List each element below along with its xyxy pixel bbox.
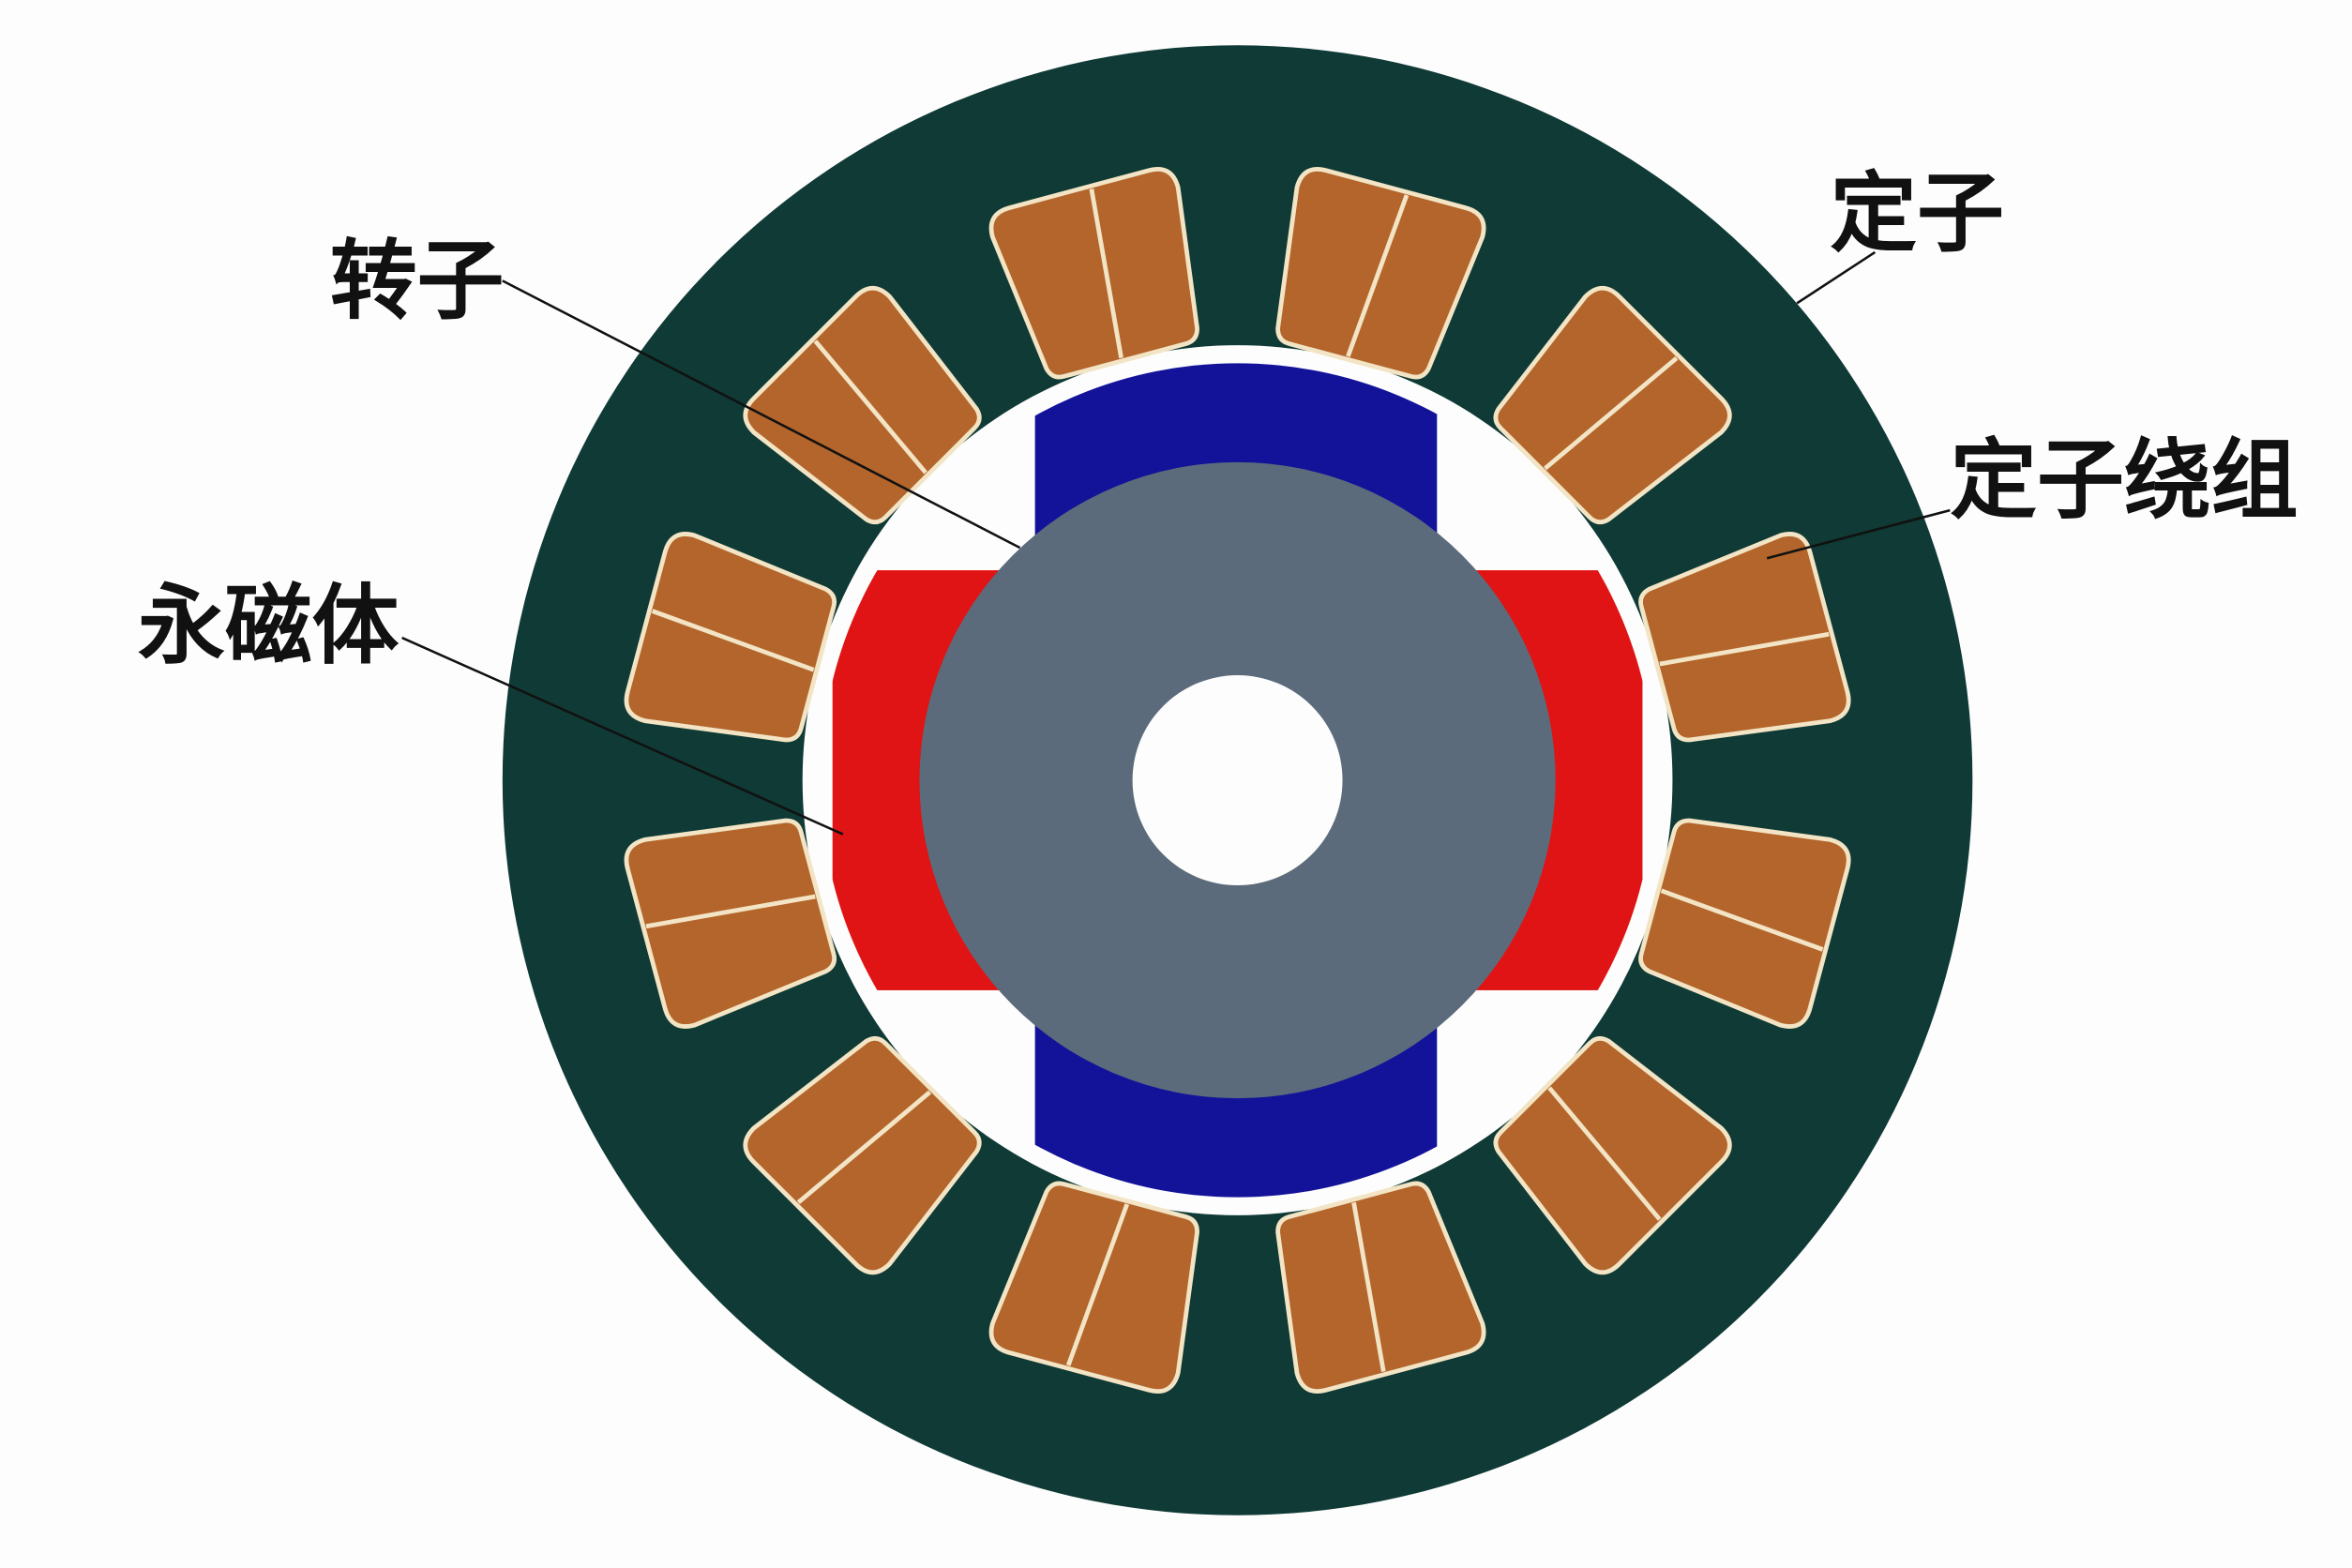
coil-divider — [651, 609, 815, 672]
stator-winding-label: 定子绕组 — [1950, 430, 2298, 531]
coil-divider — [1659, 631, 1830, 667]
stator-slot — [1638, 532, 1851, 743]
coil-divider — [1346, 194, 1410, 357]
stator-slot — [1275, 167, 1486, 380]
coil-divider — [1351, 1201, 1386, 1372]
stator-slot — [988, 1181, 1199, 1394]
coil — [1638, 532, 1851, 743]
coil-divider — [1544, 356, 1679, 471]
coil-divider — [1089, 188, 1123, 359]
stator-leader-line — [1796, 250, 1877, 305]
coil-divider — [813, 339, 927, 475]
stator-slot — [1493, 285, 1732, 525]
stator-slot — [1275, 1181, 1486, 1394]
coil-divider — [1660, 888, 1824, 952]
coil-divider — [1547, 1086, 1662, 1221]
winding-leader-line — [1766, 508, 1951, 560]
magnet-leader-line — [401, 636, 844, 836]
stator-slot — [743, 1035, 982, 1275]
coil-divider — [645, 894, 816, 929]
coil — [1275, 167, 1486, 380]
stator-slot — [624, 818, 837, 1029]
stator-slot — [1493, 1035, 1732, 1275]
coil-divider — [796, 1090, 932, 1204]
rotor-leader-line — [502, 279, 1021, 550]
rotor-label: 转子 — [330, 230, 505, 331]
coil-divider — [1065, 1203, 1130, 1366]
coil — [1638, 818, 1851, 1029]
coil — [624, 818, 837, 1029]
coil — [988, 167, 1199, 380]
stator-slot — [988, 167, 1199, 380]
shaft-hole — [1132, 675, 1343, 885]
stator-windings — [624, 167, 1851, 1394]
leader-lines — [401, 250, 1951, 836]
stator-slot — [743, 285, 982, 525]
stator-slot — [624, 532, 837, 743]
permanent-magnet-label: 永磁体 — [138, 575, 400, 676]
coil — [624, 532, 837, 743]
coil — [988, 1181, 1199, 1394]
stator-label: 定子 — [1830, 162, 2004, 264]
stator-slot — [1638, 818, 1851, 1029]
coil — [1275, 1181, 1486, 1394]
